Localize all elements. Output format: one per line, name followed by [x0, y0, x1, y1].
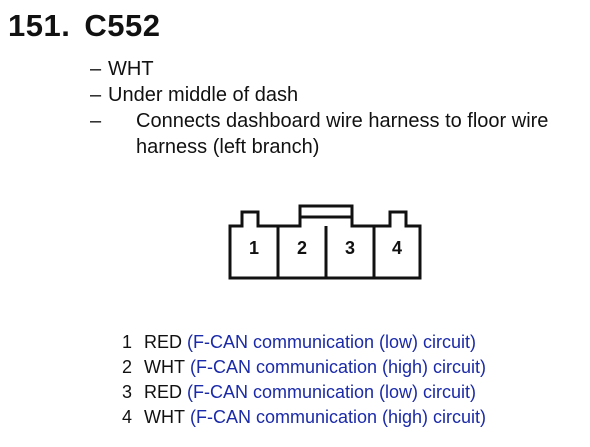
page-title: 151. C552	[8, 6, 160, 46]
pin-label-3: 3	[345, 238, 355, 258]
connector-diagram: 1 2 3 4	[228, 204, 422, 280]
description-text: Under middle of dash	[108, 84, 299, 106]
description-item-color: –WHT	[90, 56, 585, 82]
pin-number: 1	[122, 332, 133, 352]
pin-number: 3	[122, 382, 133, 402]
circuit-description: (F-CAN communication (low) circuit)	[187, 332, 477, 352]
wire-color: WHT	[144, 407, 185, 427]
pin-number: 2	[122, 357, 133, 377]
pin-label-2: 2	[297, 238, 307, 258]
description-text: WHT	[108, 58, 154, 80]
dash-bullet: –	[90, 58, 102, 80]
pin-label-1: 1	[249, 238, 259, 258]
pinout-row: 1 RED(F-CAN communication (low) circuit)	[122, 330, 486, 355]
pinout-row: 3 RED(F-CAN communication (low) circuit)	[122, 380, 486, 405]
description-item-connection: – Connects dashboard wire harness to floo…	[90, 108, 585, 160]
circuit-description: (F-CAN communication (high) circuit)	[189, 357, 487, 377]
circuit-description: (F-CAN communication (high) circuit)	[189, 407, 487, 427]
pin-number: 4	[122, 407, 133, 427]
pin-label-4: 4	[392, 238, 402, 258]
dash-bullet: –	[90, 84, 102, 106]
pinout-row: 4 WHT(F-CAN communication (high) circuit)	[122, 405, 486, 430]
dash-bullet: –	[90, 110, 102, 132]
connector-housing-outline	[228, 204, 422, 280]
circuit-description: (F-CAN communication (low) circuit)	[187, 382, 477, 402]
connector-id: C552	[84, 8, 161, 43]
connector-description-list: –WHT –Under middle of dash –Connects das…	[90, 56, 585, 160]
description-item-location: –Under middle of dash	[90, 82, 585, 108]
connector-index: 151.	[8, 8, 71, 43]
description-text: Connects dashboard wire harness to floor…	[136, 110, 549, 158]
wire-color: RED	[144, 382, 183, 402]
wire-color: WHT	[144, 357, 185, 377]
pinout-row: 2 WHT(F-CAN communication (high) circuit)	[122, 355, 486, 380]
wire-color: RED	[144, 332, 183, 352]
